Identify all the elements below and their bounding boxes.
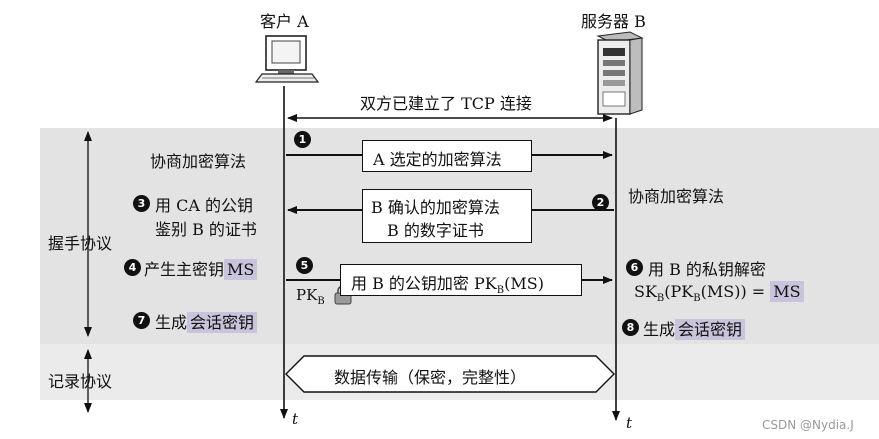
step6-line2: SKB(PKB(MS)) = MS xyxy=(634,281,804,304)
step6-line1: 用 B 的私钥解密 xyxy=(648,260,766,279)
step4-ms: MS xyxy=(224,259,258,280)
step8-session-key: 会话密钥 xyxy=(675,319,746,340)
server-tower-icon xyxy=(596,31,644,115)
client-time-label: t xyxy=(292,410,299,428)
record-label: 记录协议 xyxy=(48,372,113,391)
step5-number: 5 xyxy=(296,256,313,275)
step7-number: 7 xyxy=(133,311,150,330)
watermark: CSDN @Nydia.J xyxy=(762,418,854,432)
data-transfer-arrow xyxy=(285,355,615,393)
step1-number: 1 xyxy=(294,130,311,149)
step3-box-line1: B 确认的加密算法 xyxy=(371,198,500,217)
step3-box-line2: B 的数字证书 xyxy=(387,221,484,240)
client-label: 客户 A xyxy=(260,12,309,31)
step3-left-line2: 鉴别 B 的证书 xyxy=(155,220,257,239)
step3-left-line1: 用 CA 的公钥 xyxy=(155,196,253,215)
server-label: 服务器 B xyxy=(581,12,646,31)
step2-number: 2 xyxy=(592,193,609,212)
step7-text: 生成会话密钥 xyxy=(155,309,258,333)
step6-number: 6 xyxy=(626,258,643,277)
step7-session-key: 会话密钥 xyxy=(187,312,258,333)
step5-key-label: PKB xyxy=(296,286,325,307)
step3-box: B 确认的加密算法 B 的数字证书 xyxy=(362,189,532,243)
step6-ms: MS xyxy=(770,281,804,302)
step1-left-text: 协商加密算法 xyxy=(150,152,247,171)
data-transfer-label: 数据传输（保密，完整性） xyxy=(334,368,527,387)
step3-number: 3 xyxy=(133,194,150,213)
step2-right-text: 协商加密算法 xyxy=(628,187,725,206)
client-computer-icon xyxy=(254,35,320,83)
step5-box: 用 B 的公钥加密 PKB(MS) xyxy=(340,264,582,296)
handshake-label: 握手协议 xyxy=(48,234,113,253)
step8-text: 生成会话密钥 xyxy=(643,316,746,340)
step5-box-text: 用 B 的公钥加密 PKB(MS) xyxy=(351,274,544,297)
step4-label: 产生主密钥 xyxy=(144,260,225,279)
step8-number: 8 xyxy=(622,318,639,337)
step1-box: A 选定的加密算法 xyxy=(362,140,532,172)
step1-box-text: A 选定的加密算法 xyxy=(373,150,502,169)
step4-number: 4 xyxy=(124,258,141,277)
server-time-label: t xyxy=(626,414,633,432)
tcp-established-label: 双方已建立了 TCP 连接 xyxy=(360,94,532,113)
